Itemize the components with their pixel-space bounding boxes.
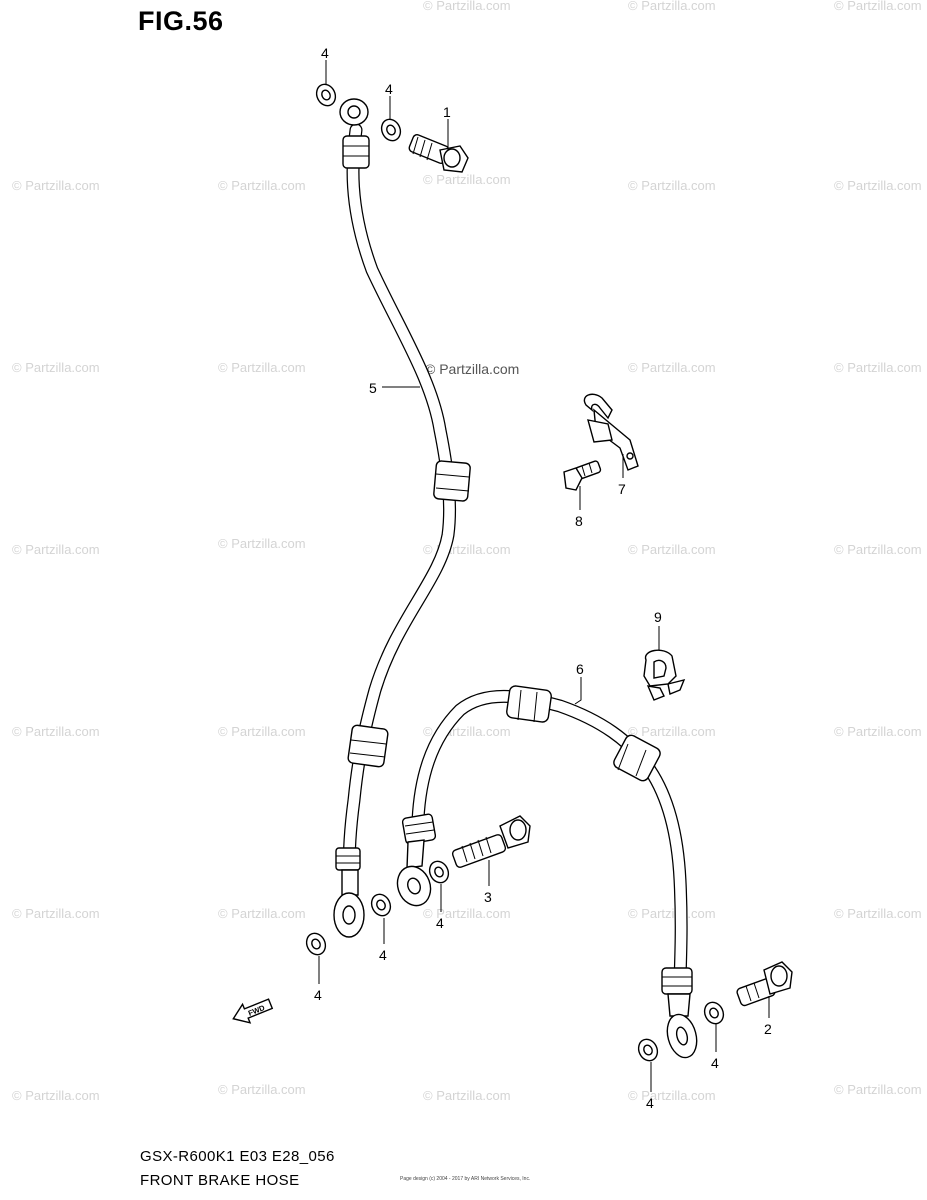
watermark: © Partzilla.com [628,1088,716,1103]
watermark: © Partzilla.com [834,724,922,739]
bracket-bolt [563,460,602,491]
union-bolt-top [408,134,469,173]
watermark: © Partzilla.com [423,1088,511,1103]
watermark: © Partzilla.com [12,906,100,921]
watermark: © Partzilla.com [218,536,306,551]
callout-washer-middle-right: 4 [436,915,444,931]
watermark: © Partzilla.com [12,360,100,375]
watermark: © Partzilla.com [834,906,922,921]
watermark: © Partzilla.com [218,360,306,375]
watermark: © Partzilla.com [12,178,100,193]
callout-washer-top-left: 4 [321,45,329,61]
callout-union-bolt-top: 1 [443,104,451,120]
watermark: © Partzilla.com [834,178,922,193]
center-watermark: © Partzilla.com [425,361,519,377]
callout-washer-lower-left-b: 4 [314,987,322,1003]
watermark: © Partzilla.com [628,542,716,557]
callout-numbers: 4 4 1 5 7 8 9 6 3 4 4 4 2 4 4 [314,45,772,1111]
section-title: FRONT BRAKE HOSE [140,1172,300,1189]
watermark: © Partzilla.com [628,724,716,739]
watermark: © Partzilla.com [628,360,716,375]
callout-washer-lower-right-a: 4 [711,1055,719,1071]
callout-bracket-bolt: 8 [575,513,583,529]
watermark: © Partzilla.com [628,178,716,193]
callout-washer-lower-left-a: 4 [379,947,387,963]
watermark-grid: © Partzilla.com © Partzilla.com © Partzi… [12,0,922,1103]
watermark: © Partzilla.com [12,542,100,557]
callout-hose-clamp: 9 [654,609,662,625]
washers [305,83,725,1062]
watermark: © Partzilla.com [834,0,922,13]
watermark: © Partzilla.com [628,0,716,13]
watermark: © Partzilla.com [628,906,716,921]
union-bolt-middle [451,815,531,868]
callout-upper-hose: 5 [369,380,377,396]
watermark: © Partzilla.com [218,906,306,921]
callout-washer-top-right: 4 [385,81,393,97]
watermark: © Partzilla.com [423,906,511,921]
model-code: GSX-R600K1 E03 E28_056 [140,1148,335,1165]
watermark: © Partzilla.com [834,542,922,557]
watermark: © Partzilla.com [423,172,511,187]
leader-lines [318,60,770,1092]
watermark: © Partzilla.com [218,724,306,739]
callout-union-bolt-right: 2 [764,1021,772,1037]
callout-washer-lower-right-b: 4 [646,1095,654,1111]
watermark: © Partzilla.com [423,0,511,13]
fwd-arrow-icon: FWD [232,998,274,1024]
upper-hose [333,98,471,938]
watermark: © Partzilla.com [834,360,922,375]
copyright-small-print: Page design (c) 2004 - 2017 by ARI Netwo… [400,1176,531,1182]
lower-hose [396,685,698,1059]
callout-union-bolt-middle: 3 [484,889,492,905]
watermark: © Partzilla.com [218,1082,306,1097]
hose-bracket [583,393,639,471]
hose-clamp [643,649,686,701]
watermark: © Partzilla.com [12,724,100,739]
watermark: © Partzilla.com [218,178,306,193]
watermark: © Partzilla.com [834,1082,922,1097]
union-bolt-right [736,961,793,1007]
callout-hose-bracket: 7 [618,481,626,497]
callout-lower-hose: 6 [576,661,584,677]
figure-title: FIG.56 [138,6,224,36]
watermark: © Partzilla.com [12,1088,100,1103]
